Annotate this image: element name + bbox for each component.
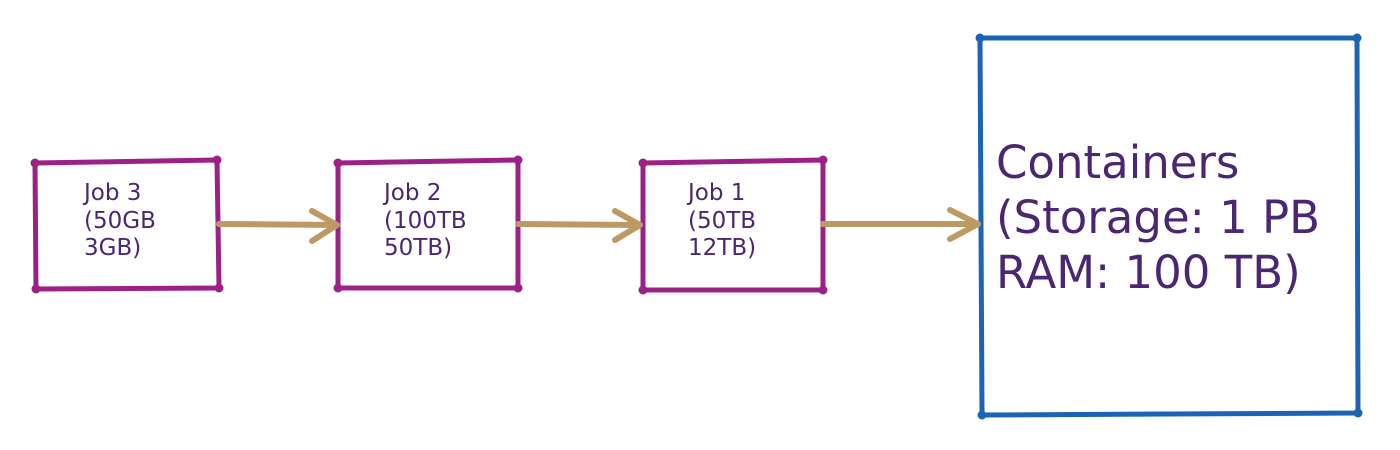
arrow-head	[947, 207, 981, 242]
job-3-box-corner-dot	[214, 283, 224, 293]
containers-storage: (Storage: 1 PB	[996, 190, 1321, 244]
containers-node	[975, 33, 1363, 420]
containers-box-corner-dot	[977, 410, 987, 420]
job-3-title: Job 3	[84, 180, 142, 206]
containers-box-corner-dot	[1353, 408, 1363, 418]
job-2-box-corner-dot	[513, 155, 523, 165]
job-1-title: Job 1	[688, 180, 746, 206]
containers-box-corner-dot	[975, 33, 985, 43]
job-3-node	[30, 155, 224, 294]
job-2-label: Job 2 (100TB 50TB)	[384, 180, 467, 263]
arrow-shaft	[216, 221, 340, 228]
job-1-ram: 12TB)	[688, 235, 757, 262]
arrow-job-1-to-containers	[820, 207, 981, 242]
job-1-box-corner-dot	[638, 285, 648, 295]
job-2-storage: (100TB	[384, 207, 467, 234]
job-3-label: Job 3 (50GB 3GB)	[84, 180, 156, 263]
containers-title: Containers	[996, 136, 1240, 189]
job-1-box-corner-dot	[818, 155, 828, 165]
containers-label: Containers (Storage: 1 PB RAM: 100 TB)	[996, 136, 1320, 301]
job-2-node	[333, 155, 523, 293]
containers-box-corner-dot	[1352, 33, 1362, 43]
job-3-box-corner-dot	[31, 284, 41, 294]
job-1-node	[638, 155, 828, 295]
arrow-job-2-to-job-1	[515, 208, 643, 243]
job-1-storage: (50TB	[688, 207, 757, 234]
arrow-head	[612, 208, 643, 243]
job-2-box-corner-dot	[513, 283, 523, 293]
job-2-box-corner-dot	[333, 158, 343, 168]
job-3-box-corner-dot	[30, 158, 40, 168]
job-1-label: Job 1 (50TB 12TB)	[688, 180, 756, 263]
job-2-box-corner-dot	[333, 283, 343, 293]
job-3-box-corner-dot	[212, 155, 222, 165]
job-1-box-corner-dot	[818, 285, 828, 295]
arrow-job-3-to-job-2	[216, 208, 340, 244]
job-2-title: Job 2	[384, 180, 442, 206]
job-3-ram: 3GB)	[84, 235, 142, 262]
arrow-shaft	[515, 221, 643, 228]
job-3-storage: (50GB	[84, 207, 156, 234]
job-2-ram: 50TB)	[384, 235, 453, 262]
job-1-box-corner-dot	[638, 158, 648, 168]
arrow-head	[309, 208, 340, 244]
containers-ram: RAM: 100 TB)	[996, 245, 1301, 299]
